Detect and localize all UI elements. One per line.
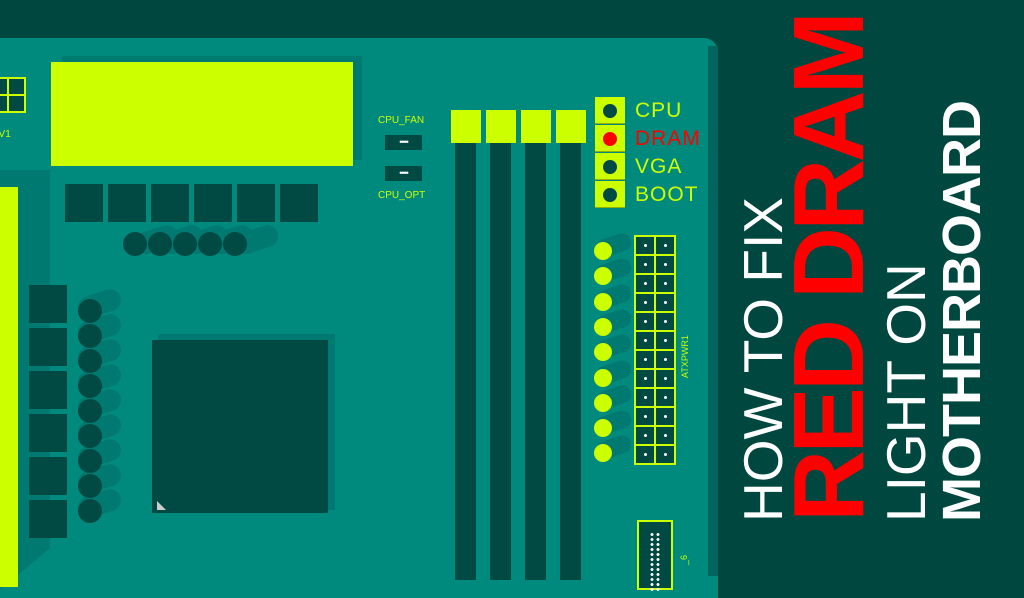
atx-pin (656, 446, 674, 463)
atx-pin (656, 294, 674, 311)
atx-pin (636, 237, 654, 254)
cpu-fan-label: CPU_FAN (378, 115, 425, 126)
dimm-slot (490, 140, 511, 580)
atx-pin (636, 332, 654, 349)
dimm-slot (455, 140, 476, 580)
atx-pin (656, 389, 674, 406)
mosfet (29, 285, 67, 323)
lime-capacitor (594, 317, 612, 336)
capacitor (148, 232, 172, 256)
dimm-slot (560, 140, 581, 580)
dimm-latch (451, 110, 481, 143)
mosfet (29, 500, 67, 538)
atx-pin (656, 313, 674, 330)
left-lime-bar (0, 187, 18, 587)
led-label-boot: BOOT (635, 183, 699, 206)
capacitor (78, 424, 102, 448)
atx-pin (636, 389, 654, 406)
title-line-4: MOTHERBOARD (932, 101, 992, 522)
led-label-vga: VGA (635, 155, 683, 178)
heatsink-block (51, 62, 353, 166)
cpu-socket (152, 340, 328, 513)
lime-capacitor (594, 242, 612, 260)
lime-capacitor (594, 368, 612, 387)
board-edge (708, 46, 718, 576)
mosfet (237, 184, 275, 222)
mosfet (29, 414, 67, 452)
led-label-dram: DRAM (635, 127, 701, 150)
cpu-opt-label: CPU_OPT (378, 190, 426, 201)
grid-component (0, 77, 26, 113)
bottom-header-label: _6 (679, 554, 689, 565)
lime-capacitor (594, 267, 612, 286)
atx-pin (636, 370, 654, 387)
mosfet (108, 184, 146, 222)
led-indicator-lit (603, 132, 617, 146)
capacitor (78, 449, 102, 473)
led-dram (595, 125, 625, 152)
lime-capacitor (594, 343, 612, 362)
atx-pin (656, 275, 674, 292)
atx-pin (656, 408, 674, 425)
mosfet (29, 457, 67, 495)
atx-pin (656, 427, 674, 444)
dimm-latch (486, 110, 516, 143)
led-label-cpu: CPU (635, 99, 683, 122)
atx-pin (636, 256, 654, 273)
lime-capacitor (594, 292, 612, 311)
capacitor (78, 374, 102, 398)
atx-pin (656, 237, 674, 254)
mosfet (29, 371, 67, 409)
led-boot (595, 181, 625, 208)
lime-capacitor (594, 444, 612, 463)
label-2v1: 2V1 (0, 129, 11, 140)
led-cpu (595, 97, 625, 124)
title-line-2: RED DRAM (773, 15, 885, 522)
capacitor (78, 499, 102, 523)
lime-capacitor (594, 419, 612, 438)
atx-pin (636, 313, 654, 330)
dimm-latch (521, 110, 551, 143)
lime-capacitor (594, 393, 612, 412)
led-indicator (603, 160, 617, 174)
capacitor (78, 474, 102, 498)
atx-pin (656, 351, 674, 368)
capacitor (78, 399, 102, 423)
bottom-header (637, 520, 673, 592)
capacitor (223, 232, 247, 256)
atx-pin (636, 351, 654, 368)
atx-pin (656, 370, 674, 387)
atx-pin (636, 294, 654, 311)
capacitor (78, 324, 102, 348)
capacitor (78, 349, 102, 373)
mosfet (29, 328, 67, 366)
dimm-slot (525, 140, 546, 580)
atx-pin (636, 275, 654, 292)
title-line-3: LIGHT ON (875, 263, 937, 522)
capacitor (78, 299, 102, 323)
mosfet (280, 184, 318, 222)
dimm-latch (556, 110, 586, 143)
atx-pin (636, 446, 654, 463)
led-vga (595, 153, 625, 180)
led-indicator (603, 104, 617, 118)
mosfet (151, 184, 189, 222)
led-indicator (603, 188, 617, 202)
mosfet (194, 184, 232, 222)
atx-label: ATXPWR1 (680, 335, 690, 378)
atx-power-connector (634, 235, 676, 465)
capacitor (173, 232, 197, 256)
cpu-opt-header: •••• (385, 166, 422, 181)
atx-pin (636, 408, 654, 425)
capacitor (123, 232, 147, 256)
cpu-fan-header: •••• (385, 135, 422, 150)
atx-pin (656, 256, 674, 273)
atx-pin (636, 427, 654, 444)
cursor-arrow-icon (157, 501, 166, 510)
atx-pin (656, 332, 674, 349)
capacitor (198, 232, 222, 256)
mosfet (65, 184, 103, 222)
